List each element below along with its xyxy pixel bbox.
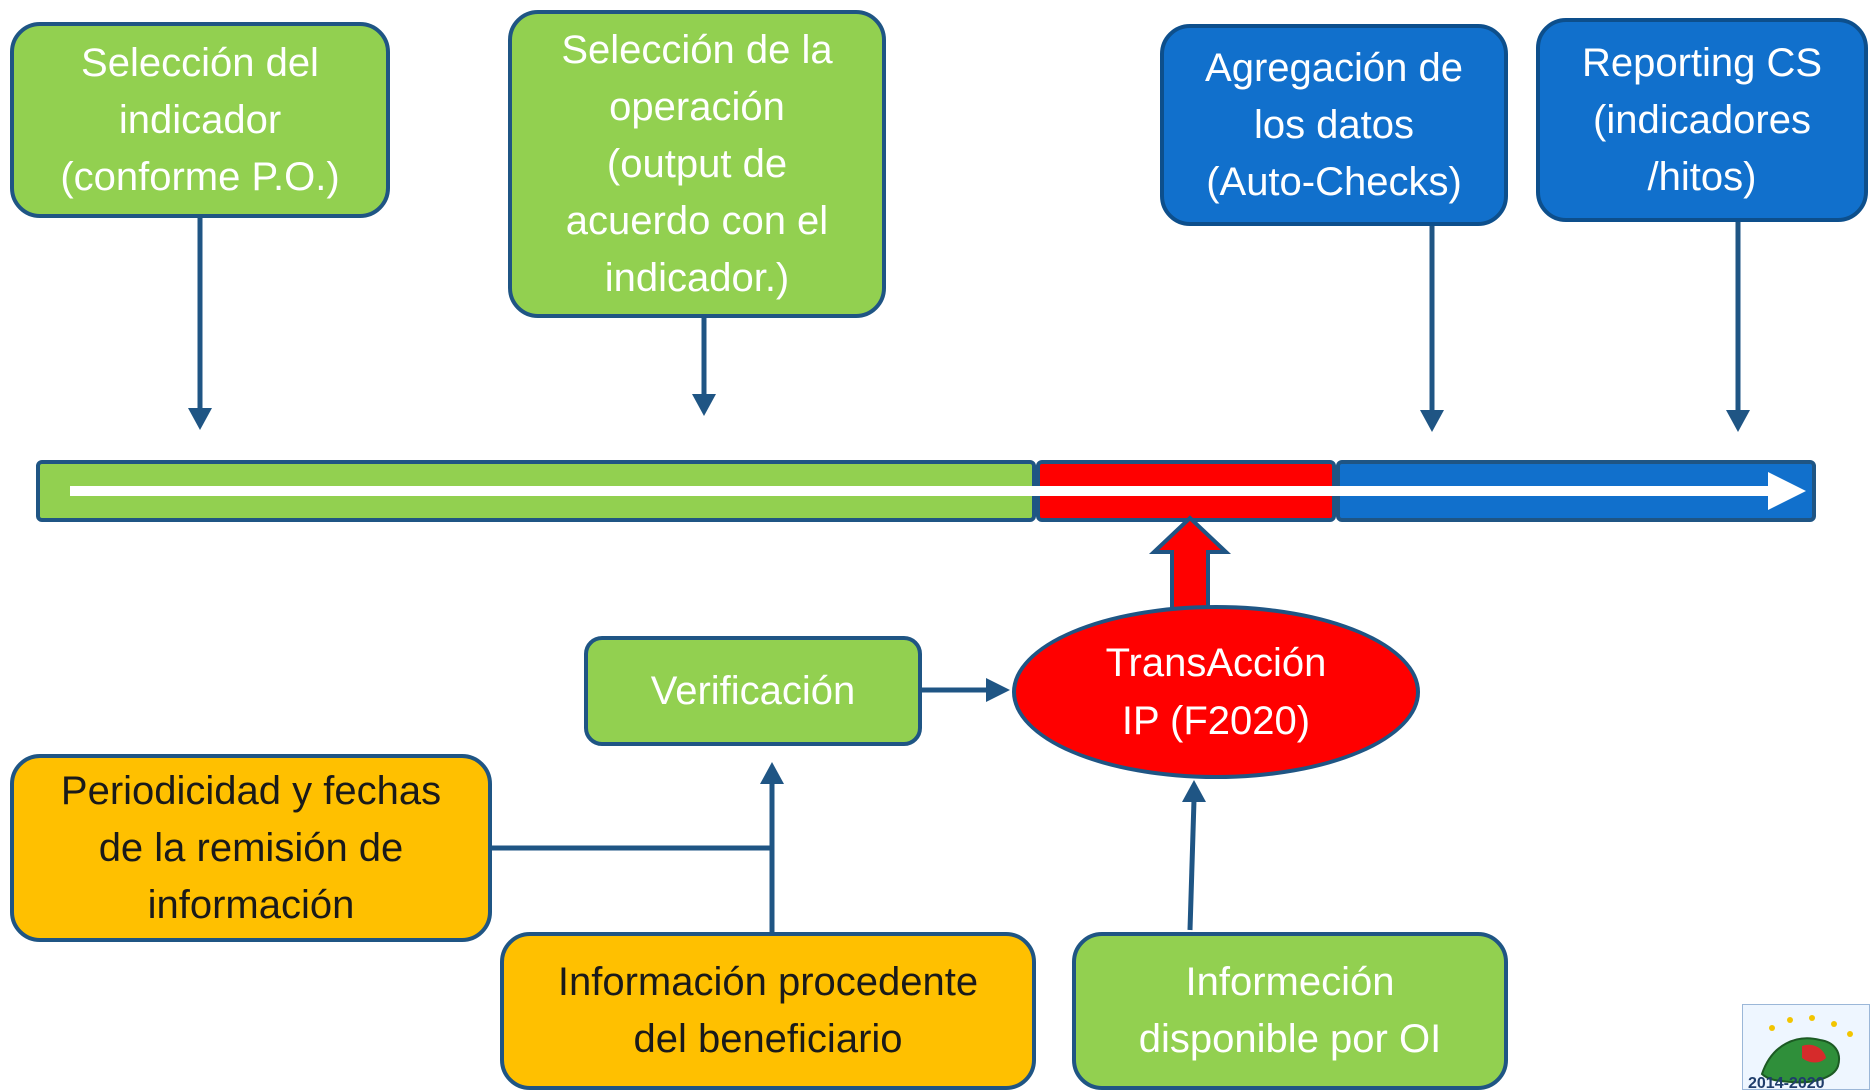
box-agregacion-datos: Agregación de los datos (Auto-Checks) [1160,24,1508,226]
box-reporting-cs: Reporting CS (indicadores /hitos) [1536,18,1868,222]
logo-graphic: 2014-2020 [1742,1004,1870,1090]
red-up-arrow [1148,515,1232,619]
arrow-oi-transaccion [1187,799,1197,931]
box-informacion-beneficiario: Información procedente del beneficiario [500,932,1036,1090]
box-informacion-oi: Informeción disponible por OI [1072,932,1508,1090]
timeline-segment-green [36,460,1036,522]
ellipse-transaccion: TransAcción IP (F2020) [1012,605,1420,779]
logo-text: 2014-2020 [1748,1075,1825,1090]
timeline-segment-red [1036,460,1336,522]
programa-2014-2020-logo: 2014-2020 [1742,1004,1870,1090]
box-seleccion-indicador: Selección del indicador (conforme P.O.) [10,22,390,218]
box-verificacion: Verificación [584,636,922,746]
box-seleccion-operacion: Selección de la operación (output de acu… [508,10,886,318]
box-periodicidad: Periodicidad y fechas de la remisión de … [10,754,492,942]
timeline-segment-blue [1336,460,1816,522]
